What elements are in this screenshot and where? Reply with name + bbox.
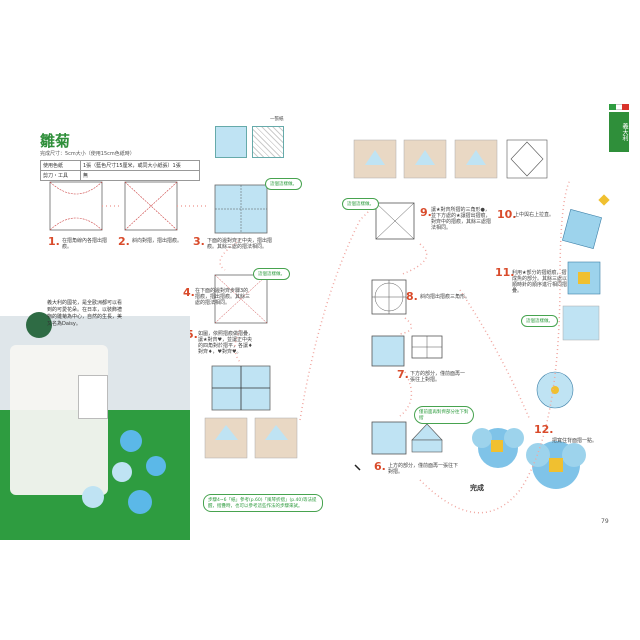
step-2-text: 斜向對摺，摺出摺痕。 xyxy=(132,238,183,244)
step-10-number: 10. xyxy=(497,208,517,221)
step-1-text: 在摺角線內各摺出摺痕。 xyxy=(62,238,108,250)
step-5-number: 5. xyxy=(186,328,198,341)
step-6-number: 6. xyxy=(374,460,386,473)
step-4-number: 4. xyxy=(183,286,195,299)
table-row: 剪刀・工具 無 xyxy=(40,170,200,181)
flower-icon xyxy=(146,456,166,476)
step-7-number: 7. xyxy=(397,368,409,381)
step-12-text: 把寬住背面摺一點。 xyxy=(552,438,598,444)
gift-bag-image xyxy=(10,345,108,495)
step-3-number: 3. xyxy=(193,235,205,248)
page-title: 雛菊 xyxy=(40,132,71,150)
step-10-text: 上中與右上拉直。 xyxy=(514,212,555,218)
step-9-text: 讓★對齊所摺的三角形●，並下方處的★讓摺出摺痕，對齊中的摺痕，其餘三處摺法相同。 xyxy=(431,207,492,231)
page-number: 79 xyxy=(601,518,609,525)
flower-icon xyxy=(82,486,104,508)
step-8-number: 8. xyxy=(406,290,418,303)
step-6-text: 上方的部分，僅前面再一張往下對摺。 xyxy=(388,463,459,475)
step-1-number: 1. xyxy=(48,235,60,248)
note-bubble: 這個這樣做。 xyxy=(253,268,290,280)
step-8-text: 斜向摺出摺痕三角形。 xyxy=(420,294,471,300)
italy-flag-icon xyxy=(609,104,630,110)
step-5-text: 如圖，依照摺痕做摺疊，讓★對齊♥，並讓正中央的四角對於摺平，各讓♦對齊♦，♥對齊… xyxy=(198,331,254,355)
materials-table: 使用色紙 1張（藍色尺寸15厘米，或同大小紙張）1張 剪刀・工具 無 xyxy=(40,160,200,181)
step-7-text: 下方的部分，僅前面再一張往上對摺。 xyxy=(410,371,466,383)
intro-text: 義大利的國花，是全歐洲都可以看到的可愛花朵。在日本，以裝飾禮物的雛菊為中心，自然… xyxy=(47,300,123,327)
country-tab[interactable]: 義大利 xyxy=(609,112,629,152)
note-bubble: 步驟4~6「紙」參考(p.60)「風琴折摺」(p.40)等法提醒，摺疊時，也可以… xyxy=(203,494,323,512)
step-2-number: 2. xyxy=(118,235,130,248)
flower-icon xyxy=(112,462,132,482)
step-4-text: 在下面的邊對齊步驟3的摺痕，摺出摺痕。其餘三處的摺法相同。 xyxy=(195,288,251,306)
step-11-number: 11. xyxy=(495,266,515,279)
table-cell: 無 xyxy=(80,170,200,181)
note-bubble: 這個這樣做。 xyxy=(342,198,379,210)
note-bubble: 僅前面再對齊部分往下對摺 xyxy=(414,406,474,424)
note-bubble: 這個這樣做。 xyxy=(265,178,302,190)
step-12-number: 12. xyxy=(534,423,554,436)
step-3-text: 下面的邊對齊正中央，摺出摺痕。其餘三處的摺法相同。 xyxy=(207,238,273,250)
italy-badge-icon xyxy=(26,312,52,338)
step-11-text: 利用★部分的摺紙痕，摺成魚的部分。其餘三處以順時針的順序進行相同摺疊。 xyxy=(512,270,568,294)
complete-label: 完成 xyxy=(470,484,484,492)
flower-icon xyxy=(120,430,142,452)
cut-label: 一張紙 xyxy=(270,117,284,122)
size-spec: 完成尺寸：5cm大小（使用15cm色紙時） xyxy=(40,151,135,157)
tag-image xyxy=(78,375,108,419)
flower-icon xyxy=(128,490,152,514)
cut-paper-diagram xyxy=(252,126,284,158)
paper-square-diagram xyxy=(215,126,247,158)
note-bubble: 這個這樣做。 xyxy=(521,315,558,327)
step-9-number: 9. xyxy=(420,206,432,219)
